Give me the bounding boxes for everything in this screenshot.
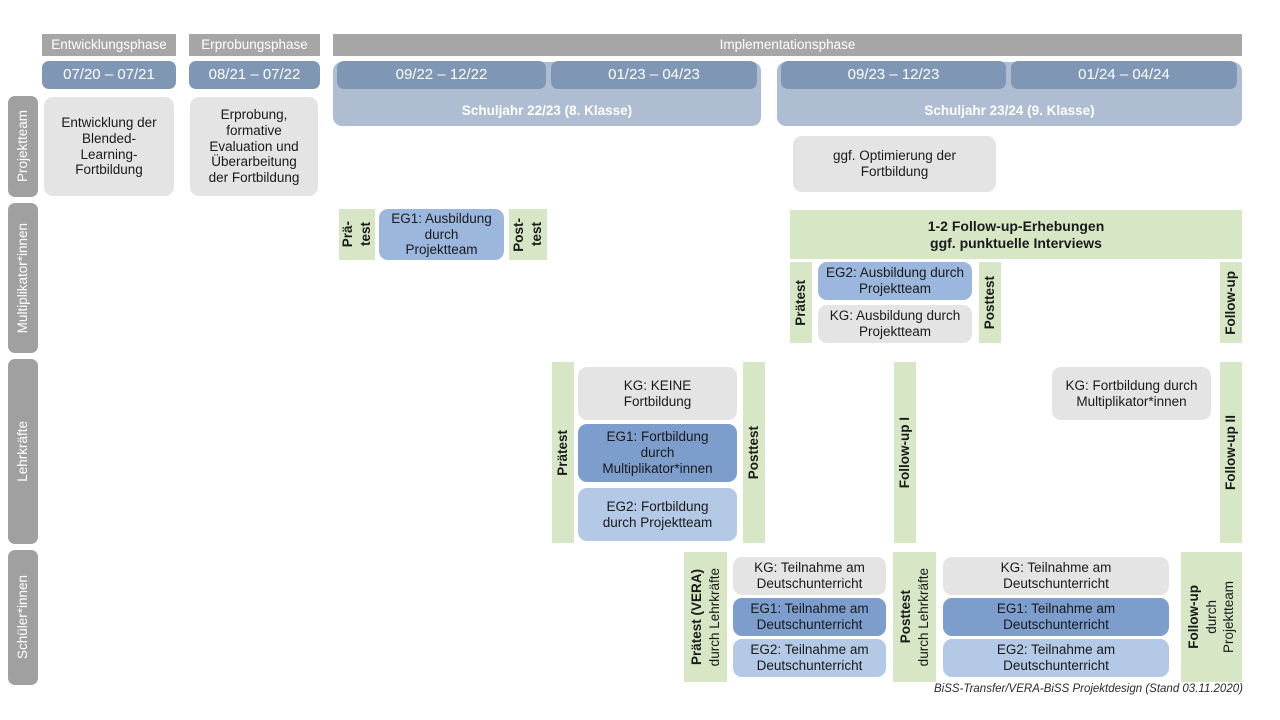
schueler-posttest-main-text: Posttest <box>897 590 913 644</box>
multiplikator-eg2-box: EG2: Ausbildung durch Projektteam <box>818 262 972 300</box>
row-label-projektteam-text: Projektteam <box>15 110 31 183</box>
schueler-praetest-band: Prätest (VERA) durch Lehrkräfte <box>684 552 727 682</box>
lehrkraefte-eg1-box: EG1: Fortbildung durch Multiplikator*inn… <box>578 424 737 482</box>
projektteam-optimierung-box: ggf. Optimierung der Fortbildung <box>793 136 996 192</box>
multiplikator-praetest-2-band: Prätest <box>790 262 812 343</box>
schueler-kg-right-box: KG: Teilnahme am Deutschunterricht <box>943 557 1169 595</box>
multiplikator-followup-banner: 1-2 Follow-up-Erhebungen ggf. punktuelle… <box>790 210 1242 259</box>
period-09-23-12-23: 09/23 – 12/23 <box>781 61 1006 89</box>
phase-header-implementationsphase: Implementationsphase <box>333 34 1242 56</box>
lehrkraefte-praetest-text: Prätest <box>555 429 571 476</box>
schueler-eg2-left-box: EG2: Teilnahme am Deutschunterricht <box>733 639 886 677</box>
lehrkraefte-eg2-box: EG2: Fortbildung durch Projektteam <box>578 488 737 541</box>
schueler-eg2-right-box: EG2: Teilnahme am Deutschunterricht <box>943 639 1169 677</box>
schueler-kg-left-box: KG: Teilnahme am Deutschunterricht <box>733 557 886 595</box>
multiplikator-praetest-2-text: Prätest <box>793 279 809 326</box>
multiplikator-kg-box: KG: Ausbildung durch Projektteam <box>818 305 972 343</box>
multiplikator-praetest-1-line2: test <box>358 222 373 247</box>
period-01-24-04-24: 01/24 – 04/24 <box>1011 61 1237 89</box>
phase-header-entwicklungsphase: Entwicklungsphase <box>42 34 176 56</box>
lehrkraefte-followup-1-band: Follow-up I <box>894 362 916 543</box>
projektteam-entwicklung-box: Entwicklung der Blended- Learning- Fortb… <box>44 97 174 196</box>
footer-caption: BiSS-Transfer/VERA-BiSS Projektdesign (S… <box>934 683 1243 695</box>
schueler-eg1-left-box: EG1: Teilnahme am Deutschunterricht <box>733 598 886 636</box>
multiplikator-posttest-1-line2: test <box>529 222 544 247</box>
schueler-praetest-main-text: Prätest (VERA) <box>688 568 704 666</box>
schueler-posttest-band: Posttest durch Lehrkräfte <box>893 552 936 682</box>
lehrkraefte-praetest-band: Prätest <box>552 362 574 543</box>
lehrkraefte-followup-1-text: Follow-up I <box>897 416 913 489</box>
multiplikator-praetest-1-line1: Prä- <box>340 221 356 248</box>
lehrkraefte-kg-fortbildung-box: KG: Fortbildung durch Multiplikator*inne… <box>1052 367 1211 420</box>
period-08-21-07-22: 08/21 – 07/22 <box>189 61 320 89</box>
phase-header-erprobungsphase: Erprobungsphase <box>189 34 320 56</box>
row-label-multiplikatorinnen-text: Multiplikator*innen <box>15 222 31 334</box>
schueler-followup-sub2-text: Projektteam <box>1221 580 1237 654</box>
schueler-followup-main-text: Follow-up <box>1185 585 1201 649</box>
row-label-lehrkraefte: Lehrkräfte <box>8 359 38 544</box>
lehrkraefte-kg-keine-box: KG: KEINE Fortbildung <box>578 367 737 420</box>
lehrkraefte-followup-2-text: Follow-up II <box>1223 415 1239 490</box>
multiplikator-posttest-2-band: Posttest <box>979 262 1001 343</box>
schueler-followup-band: Follow-up durch Projektteam <box>1181 552 1242 682</box>
row-label-lehrkraefte-text: Lehrkräfte <box>15 421 31 482</box>
row-label-schuelerinnen: Schüler*innen <box>8 550 38 685</box>
schueler-followup-sub1-text: durch <box>1203 600 1219 634</box>
schueler-posttest-sub-text: durch Lehrkräfte <box>915 567 931 667</box>
period-01-23-04-23: 01/23 – 04/23 <box>551 61 757 89</box>
schueler-praetest-sub-text: durch Lehrkräfte <box>706 567 722 667</box>
multiplikator-followup-band: Follow-up <box>1220 262 1242 343</box>
period-07-20-07-21: 07/20 – 07/21 <box>42 61 176 89</box>
multiplikator-eg1-box: EG1: Ausbildung durch Projektteam <box>379 209 504 260</box>
lehrkraefte-followup-2-band: Follow-up II <box>1220 362 1242 543</box>
projektteam-erprobung-box: Erprobung, formative Evaluation und Über… <box>190 97 318 196</box>
multiplikator-posttest-2-text: Posttest <box>982 275 998 330</box>
lehrkraefte-posttest-text: Posttest <box>746 425 762 480</box>
row-label-multiplikatorinnen: Multiplikator*innen <box>8 203 38 353</box>
multiplikator-posttest-1-band: Post- test <box>509 209 547 260</box>
period-09-22-12-22: 09/22 – 12/22 <box>337 61 546 89</box>
row-label-projektteam: Projektteam <box>8 96 38 197</box>
multiplikator-praetest-1-band: Prä- test <box>339 209 375 260</box>
multiplikator-posttest-1-line1: Post- <box>511 217 527 252</box>
schueler-eg1-right-box: EG1: Teilnahme am Deutschunterricht <box>943 598 1169 636</box>
multiplikator-followup-text: Follow-up <box>1223 270 1239 335</box>
lehrkraefte-posttest-band: Posttest <box>743 362 765 543</box>
row-label-schuelerinnen-text: Schüler*innen <box>15 575 31 660</box>
